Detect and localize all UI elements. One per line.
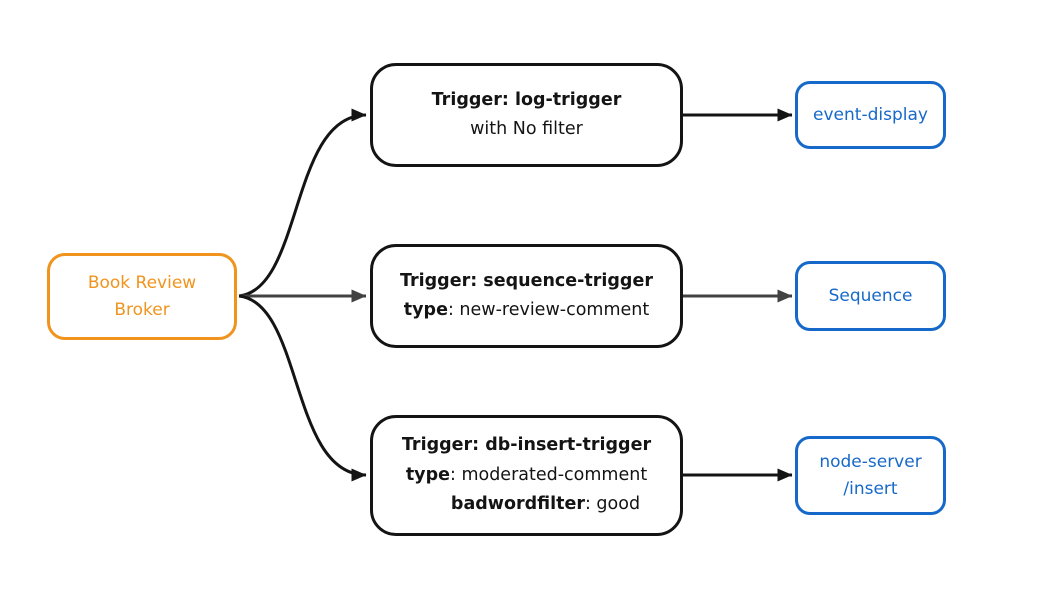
trigger-attr-value: : moderated-comment — [449, 464, 648, 485]
output-node-node-server-insert: node-server /insert — [795, 436, 946, 515]
trigger-attr-value: : good — [584, 494, 641, 515]
trigger-title: Trigger: sequence-trigger — [400, 270, 653, 291]
trigger-title: Trigger: db-insert-trigger — [401, 435, 652, 456]
output-label: event-display — [813, 104, 928, 125]
trigger-node-log: Trigger: log-trigger with No filter — [370, 63, 683, 167]
trigger-node-db-insert: Trigger: db-insert-trigger type: moderat… — [370, 415, 683, 536]
output-label-line2: /insert — [843, 478, 898, 499]
trigger-attr-type: type: new-review-comment — [404, 296, 649, 326]
trigger-title: Trigger: log-trigger — [431, 89, 622, 110]
broker-label-line2: Broker — [114, 299, 170, 320]
trigger-attr-value: : new-review-comment — [447, 300, 650, 320]
broker-label-line1: Book Review — [87, 272, 197, 293]
output-label-line1: node-server — [819, 451, 922, 472]
trigger-subtitle: with No filter — [470, 119, 583, 139]
trigger-attr-key: badwordfilter — [450, 494, 585, 515]
output-node-sequence: Sequence — [795, 261, 946, 331]
trigger-attr-type: type: moderated-comment — [406, 461, 647, 491]
edge-broker-to-log-trigger — [238, 108, 367, 298]
trigger-attr-key: type — [403, 300, 448, 320]
output-label: Sequence — [828, 285, 913, 306]
output-node-event-display: event-display — [795, 81, 946, 149]
trigger-attr-badwordfilter: badwordfilter: good — [413, 490, 640, 520]
trigger-node-sequence: Trigger: sequence-trigger type: new-revi… — [370, 244, 683, 348]
broker-node: Book Review Broker — [47, 253, 237, 340]
edge-broker-to-db-insert-trigger — [238, 294, 367, 482]
trigger-attr-key: type — [405, 464, 450, 485]
